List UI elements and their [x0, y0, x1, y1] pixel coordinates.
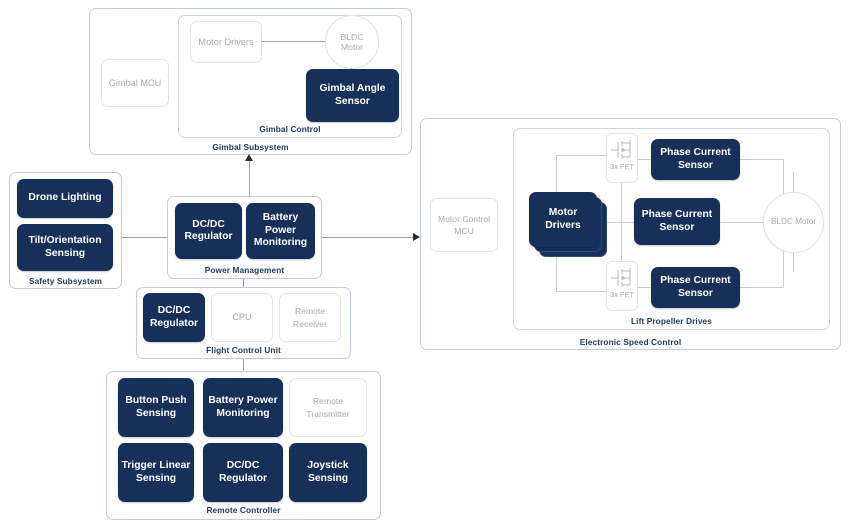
block-gimbal-angle-sensor[interactable]: Gimbal Angle Sensor — [306, 69, 399, 122]
block-esc-motor-drivers-stack[interactable]: Motor Drivers — [529, 192, 607, 257]
connector-esc-bottom-fet-to-sensor — [636, 287, 652, 289]
block-gimbal-motor-drivers[interactable]: Motor Drivers — [190, 21, 262, 63]
block-rc-trigger-linear-sensing[interactable]: Trigger Linear Sensing — [118, 443, 194, 502]
group-label-safety-subsystem: Safety Subsystem — [28, 276, 103, 286]
block-fcu-dcdc-regulator[interactable]: DC/DC Regulator — [143, 293, 205, 342]
block-drone-lighting[interactable]: Drone Lighting — [17, 179, 113, 218]
motor-control-mcu-line1: Motor Control — [437, 213, 491, 224]
pm-dcdc-line2: Regulator — [184, 231, 233, 242]
rc-remote-transmitter-line2: Transmitter — [306, 408, 350, 419]
connector-esc-top-sensor-to-right-bus — [739, 159, 784, 161]
fcu-dcdc-line1: DC/DC — [157, 305, 191, 317]
tilt-orientation-line1: Tilt/Orientation — [28, 235, 102, 247]
top-fet-label: 3x FET — [610, 162, 634, 171]
phase-current-sensor-bottom-line2: Sensor — [678, 287, 713, 299]
rc-remote-transmitter-line1: Remote — [312, 396, 344, 407]
rc-battery-line2: Monitoring — [216, 407, 270, 419]
rc-trigger-linear-line1: Trigger Linear — [121, 460, 191, 472]
rc-joystick-line2: Sensing — [307, 472, 349, 484]
phase-current-sensor-top-line1: Phase Current — [660, 147, 731, 159]
connector-safety-to-power — [122, 237, 168, 239]
mosfet-icon — [609, 137, 635, 163]
connector-gimbal-md-to-bldc — [262, 41, 327, 43]
pm-dcdc-line1: DC/DC — [192, 218, 225, 230]
connector-esc-bldc-bottom-stub — [793, 252, 795, 272]
bldc-motor-label-line1: BLDC — [340, 31, 364, 42]
esc-motor-drivers-line2: Drivers — [545, 219, 581, 231]
connector-esc-bldc-top-stub — [793, 172, 795, 192]
phase-current-sensor-middle-line1: Phase Current — [641, 209, 713, 221]
arrowhead-power-to-gimbal — [245, 154, 253, 161]
tilt-orientation-line2: Sensing — [44, 247, 86, 259]
pm-battery-line2: Monitoring — [253, 237, 308, 249]
group-label-gimbal-control: Gimbal Control — [259, 124, 321, 134]
block-motor-control-mcu[interactable]: Motor Control MCU — [430, 198, 498, 252]
connector-power-to-fcu — [243, 279, 245, 288]
connector-power-to-gimbal — [249, 160, 251, 197]
motor-control-mcu-line2: MCU — [454, 226, 474, 236]
group-label-flight-control-unit: Flight Control Unit — [206, 345, 281, 355]
block-gimbal-mcu[interactable]: Gimbal MCU — [101, 59, 169, 107]
rc-trigger-linear-line2: Sensing — [135, 472, 177, 484]
circle-gimbal-bldc-motor[interactable]: BLDC Motor — [325, 15, 379, 69]
arrowhead-power-to-esc — [413, 233, 420, 241]
bldc-motor-label-line2: Motor — [341, 42, 363, 52]
phase-current-sensor-bottom-line1: Phase Current — [660, 275, 731, 287]
block-phase-current-sensor-top[interactable]: Phase Current Sensor — [651, 139, 740, 180]
block-rc-dcdc-regulator[interactable]: DC/DC Regulator — [203, 443, 283, 502]
rc-dcdc-line2: Regulator — [218, 472, 268, 484]
group-label-gimbal-subsystem: Gimbal Subsystem — [212, 142, 289, 152]
connector-esc-top-fet-to-sensor — [636, 159, 652, 161]
block-rc-joystick-sensing[interactable]: Joystick Sensing — [289, 443, 367, 502]
group-label-electronic-speed-control: Electronic Speed Control — [579, 337, 682, 347]
gimbal-angle-sensor-line2: Sensor — [335, 95, 370, 107]
connector-esc-md-to-mid-sensor — [583, 222, 636, 224]
fcu-remote-receiver-line2: Receiver — [293, 318, 327, 329]
fcu-remote-receiver-line1: Remote — [294, 306, 326, 317]
rc-battery-line1: Battery Power — [208, 395, 278, 407]
rc-button-push-line1: Button Push — [125, 395, 187, 407]
bottom-fet-label: 3x FET — [610, 290, 634, 299]
pm-battery-line1: Battery Power — [262, 212, 299, 236]
block-pm-battery-power-monitoring[interactable]: Battery Power Monitoring — [246, 203, 315, 259]
phase-current-sensor-top-line2: Sensor — [678, 159, 713, 171]
rc-button-push-line2: Sensing — [135, 407, 177, 419]
group-label-remote-controller: Remote Controller — [206, 505, 281, 515]
block-phase-current-sensor-bottom[interactable]: Phase Current Sensor — [651, 267, 740, 308]
phase-current-sensor-middle-line2: Sensor — [659, 221, 695, 233]
block-bottom-3x-fet[interactable]: 3x FET — [606, 261, 638, 311]
group-label-lift-propeller-drives: Lift Propeller Drives — [631, 316, 712, 326]
gimbal-angle-sensor-line1: Gimbal Angle — [319, 83, 386, 95]
rc-joystick-line1: Joystick — [307, 460, 349, 472]
connector-power-to-esc — [322, 237, 415, 239]
block-esc-motor-drivers[interactable]: Motor Drivers — [529, 192, 597, 247]
esc-motor-drivers-line1: Motor — [548, 207, 578, 219]
block-rc-remote-transmitter[interactable]: Remote Transmitter — [289, 378, 367, 437]
mosfet-icon — [609, 265, 635, 291]
connector-fcu-to-remote-controller — [243, 359, 245, 371]
group-label-power-management: Power Management — [204, 265, 285, 275]
connector-esc-bottom-sensor-to-right-bus — [739, 287, 784, 289]
connector-esc-left-bus-to-bottom-fet — [556, 291, 608, 293]
rc-dcdc-line1: DC/DC — [226, 460, 260, 472]
block-rc-battery-power-monitoring[interactable]: Battery Power Monitoring — [203, 378, 283, 437]
block-tilt-orientation-sensing[interactable]: Tilt/Orientation Sensing — [17, 224, 113, 271]
block-fcu-cpu[interactable]: CPU — [211, 293, 273, 342]
block-top-3x-fet[interactable]: 3x FET — [606, 133, 638, 183]
block-phase-current-sensor-middle[interactable]: Phase Current Sensor — [634, 198, 720, 245]
connector-esc-mid-sensor-to-bldc — [718, 222, 768, 224]
block-fcu-remote-receiver[interactable]: Remote Receiver — [279, 293, 341, 342]
block-pm-dcdc-regulator[interactable]: DC/DC Regulator — [175, 203, 242, 259]
block-rc-button-push-sensing[interactable]: Button Push Sensing — [118, 378, 194, 437]
circle-esc-bldc-motor[interactable]: BLDC Motor — [763, 192, 824, 253]
connector-esc-left-bus-to-top-fet — [556, 155, 608, 157]
fcu-dcdc-line2: Regulator — [149, 317, 199, 329]
